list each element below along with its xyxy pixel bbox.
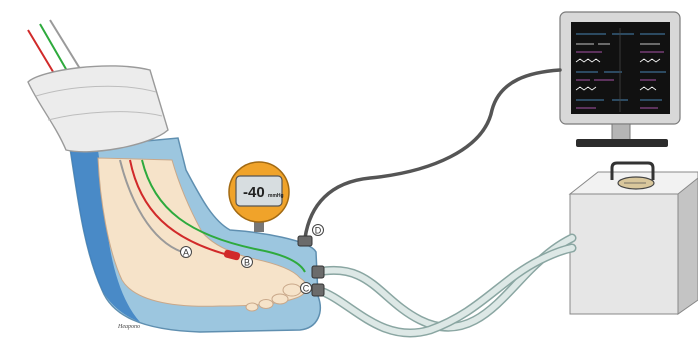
boot: [69, 137, 321, 333]
pressure-gauge: -40 mmHg: [228, 161, 290, 232]
wire-red-b: [129, 159, 233, 257]
monitor-stand-base: [576, 139, 668, 147]
connector-d: [297, 235, 313, 247]
gauge-value: -40: [243, 184, 265, 201]
boot-connectors: [297, 235, 325, 297]
gauge-screen: [235, 175, 283, 207]
box-handle: [610, 161, 655, 180]
label-d: D: [312, 224, 324, 236]
monitor-screen: [571, 22, 670, 114]
box-front: [569, 193, 679, 315]
label-a-text: A: [183, 248, 189, 258]
monitor-neck: [611, 123, 631, 141]
label-b-text: B: [244, 258, 250, 268]
label-a: A: [180, 246, 192, 258]
artist-signature: Heapono: [117, 324, 140, 330]
toes: [245, 283, 302, 312]
suction-tubes: [313, 233, 577, 338]
gauge-stem: [254, 218, 264, 232]
foot-wires: [119, 159, 306, 273]
wire-green: [141, 159, 306, 273]
label-c-text: C: [303, 284, 310, 294]
data-cable: [303, 68, 562, 240]
wire-grey-a: [119, 159, 183, 253]
monitor: [559, 11, 681, 147]
label-b: B: [241, 256, 253, 268]
box-side: [677, 177, 698, 315]
monitor-screen-readouts: [575, 28, 666, 112]
connector-tube-top: [311, 265, 325, 279]
boot-shadow: [70, 148, 140, 322]
bandage: [27, 65, 169, 153]
vacuum-pump-box: [568, 161, 698, 315]
gauge-unit: mmHg: [268, 193, 284, 199]
sensor-b: [223, 249, 241, 261]
label-c: C: [300, 282, 312, 294]
connector-tube-bottom: [311, 283, 325, 297]
label-d-text: D: [315, 226, 322, 236]
